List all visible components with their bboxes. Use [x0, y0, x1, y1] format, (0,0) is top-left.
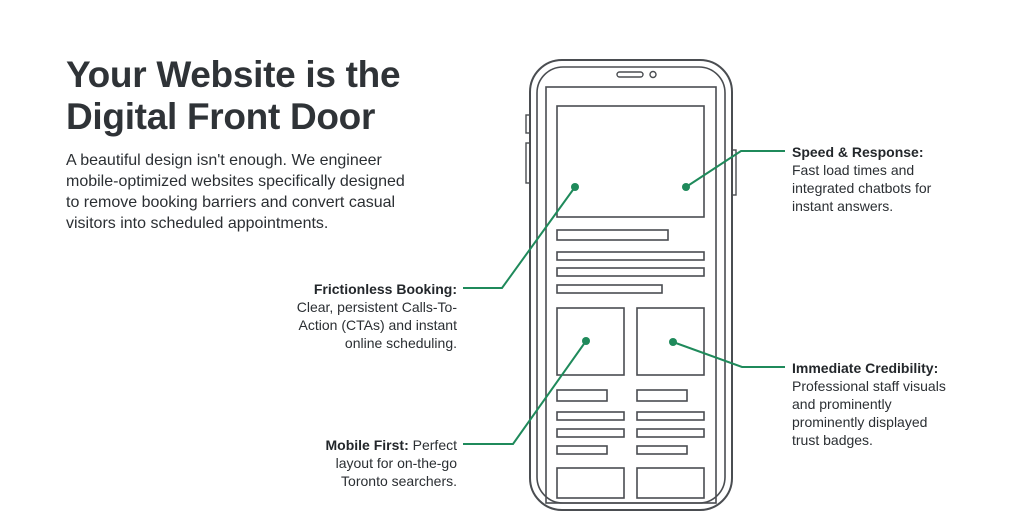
callout-mobile-heading: Mobile First: — [325, 437, 409, 453]
phone-screen — [545, 86, 717, 504]
intro-line-3: to remove booking barriers and convert c… — [66, 194, 396, 211]
title-line-1: Your Website is the — [66, 54, 401, 95]
intro-line-1: A beautiful design isn't enough. We engi… — [66, 152, 382, 169]
card-left-line-1 — [556, 411, 625, 421]
callout-booking-line-3: online scheduling. — [344, 335, 457, 351]
page-title: Your Website is the Digital Front Door — [66, 54, 401, 138]
card-left-title — [556, 389, 608, 402]
footer-block-right — [636, 467, 705, 499]
callout-speed-line-1: Fast load times and — [792, 162, 915, 178]
card-image-right — [636, 307, 705, 376]
credibility-marker-dot — [669, 338, 677, 346]
phone-side-button-right — [731, 149, 737, 196]
callout-credibility: Immediate Credibility: Professional staf… — [792, 359, 946, 449]
intro-paragraph: A beautiful design isn't enough. We engi… — [66, 150, 466, 234]
footer-block-left — [556, 467, 625, 499]
callout-mobile-line-2: Toronto searchers. — [341, 473, 457, 489]
card-right-line-2 — [636, 428, 705, 438]
speed-marker-dot — [682, 183, 690, 191]
phone-camera — [649, 70, 657, 79]
callout-credibility-line-4: trust badges. — [792, 432, 873, 448]
card-right-line-3 — [636, 445, 688, 455]
heading-text-bar — [556, 229, 669, 241]
credibility-connector — [672, 341, 785, 368]
callout-credibility-line-1: Professional staff visuals — [792, 378, 946, 394]
intro-line-4: visitors into scheduled appointments. — [66, 215, 329, 232]
booking-connector — [463, 186, 576, 289]
title-line-2: Digital Front Door — [66, 96, 376, 137]
callout-speed-heading: Speed & Response: — [792, 144, 924, 160]
callout-mobile-line-1: layout for on-the-go — [335, 455, 457, 471]
callout-speed-line-2: integrated chatbots for — [792, 180, 932, 196]
callout-speed-line-3: instant answers. — [792, 198, 894, 214]
mobile-connector — [463, 340, 587, 445]
phone-side-button-left-1 — [525, 114, 531, 134]
mobile-marker-dot — [582, 337, 590, 345]
callout-booking: Frictionless Booking: Clear, persistent … — [297, 280, 457, 352]
text-bar-3 — [556, 284, 663, 294]
intro-line-2: mobile-optimized websites specifically d… — [66, 173, 405, 190]
callout-booking-line-1: Clear, persistent Calls-To- — [296, 299, 457, 315]
phone-side-button-left-2 — [525, 142, 531, 184]
card-left-line-3 — [556, 445, 608, 455]
text-bar-1 — [556, 251, 705, 261]
phone-speaker — [616, 71, 644, 78]
phone-outer-frame — [529, 59, 733, 511]
callout-booking-heading: Frictionless Booking: — [313, 281, 457, 297]
speed-connector — [685, 150, 785, 188]
card-right-title — [636, 389, 688, 402]
callout-credibility-heading: Immediate Credibility: — [792, 360, 939, 376]
callout-mobile-first-line: Mobile First: Perfect — [326, 436, 457, 454]
callout-credibility-line-2: and prominently — [792, 396, 892, 412]
callout-speed: Speed & Response: Fast load times and in… — [792, 143, 931, 215]
card-left-line-2 — [556, 428, 625, 438]
card-image-left — [556, 307, 625, 376]
card-right-line-1 — [636, 411, 705, 421]
booking-marker-dot — [571, 183, 579, 191]
callout-credibility-line-3: prominently displayed — [792, 414, 928, 430]
callout-mobile: Mobile First: Perfect layout for on-the-… — [326, 436, 457, 490]
callout-mobile-first-line-rest: Perfect — [408, 437, 457, 453]
callout-booking-line-2: Action (CTAs) and instant — [298, 317, 457, 333]
text-bar-2 — [556, 267, 705, 277]
hero-image-block — [556, 105, 705, 218]
